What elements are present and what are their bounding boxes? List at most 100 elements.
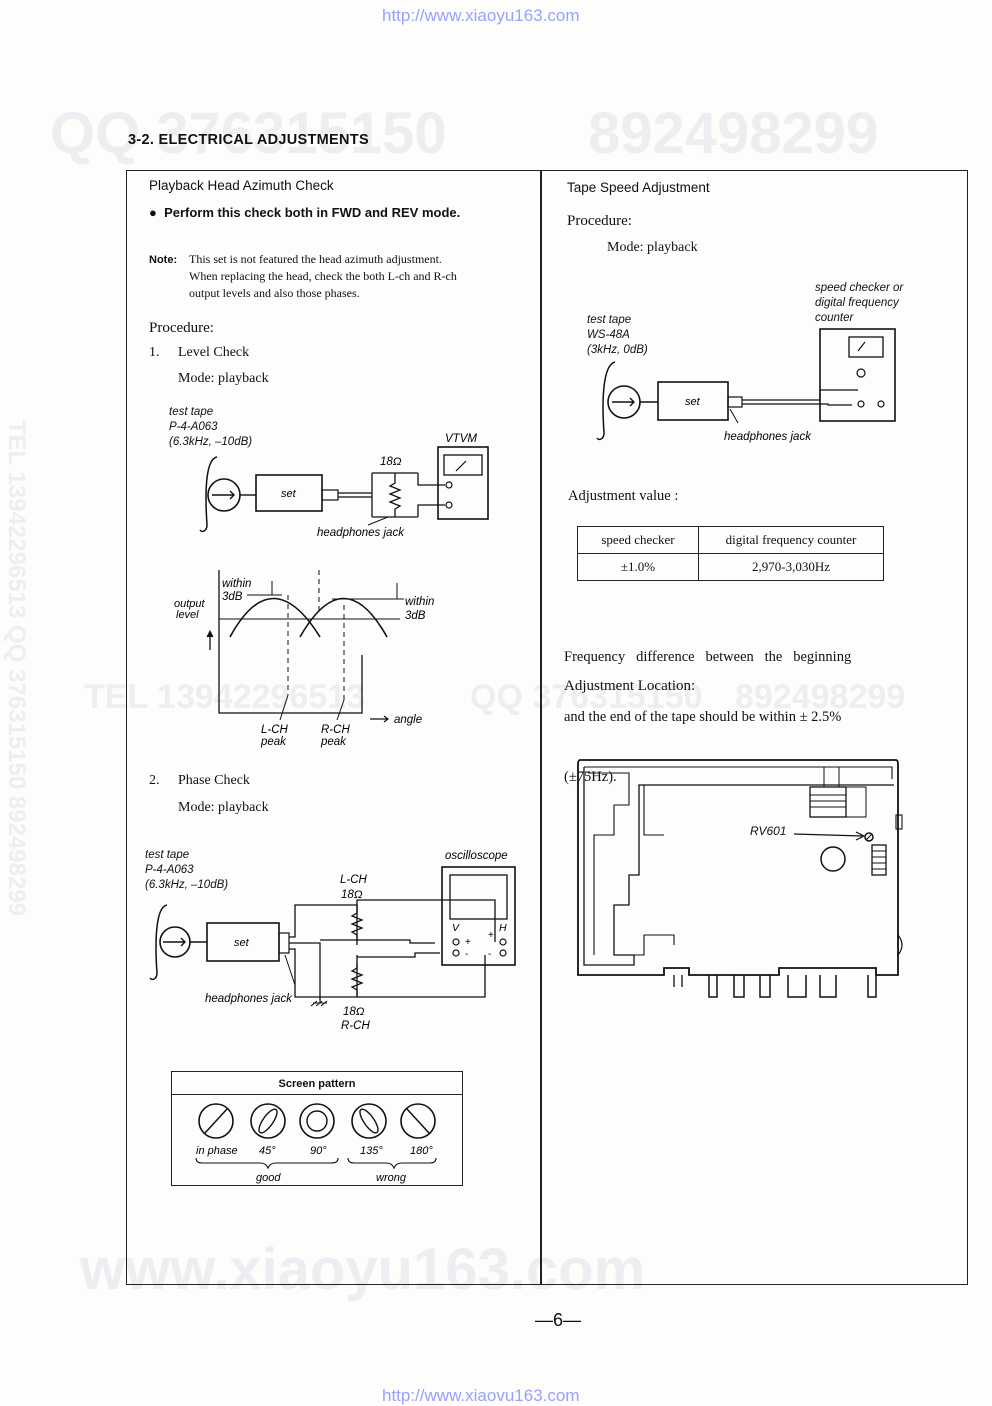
step1-mode: Mode: playback — [178, 371, 269, 386]
good-brace — [195, 1157, 339, 1170]
meter-icon — [443, 454, 483, 476]
note-line: When replacing the head, check the both … — [189, 269, 457, 283]
angle-arrow-icon — [370, 715, 389, 723]
left-panel — [126, 170, 542, 1285]
tape-path — [149, 904, 168, 981]
table-header: digital frequency counter — [698, 526, 884, 554]
table-row: speed checker digital frequency counter — [577, 526, 884, 554]
frequency-line: and the end of the tape should be within… — [564, 709, 842, 725]
header-url: http://www.xiaoyu163.com — [382, 6, 580, 25]
right-mode: Mode: playback — [607, 240, 698, 255]
watermark-qq-mid: QQ 376315150 — [470, 678, 703, 716]
jack-label: headphones jack — [317, 527, 405, 539]
pattern-135-icon — [351, 1103, 387, 1139]
r-bottom-label: 18Ω — [343, 1006, 365, 1018]
tape-path — [596, 361, 616, 441]
level-check-diagram: VTVM 18Ω set headphones jack — [199, 433, 489, 539]
jack-label: headphones jack — [724, 431, 812, 443]
pattern-90-icon — [299, 1103, 335, 1139]
step1-number: 1. — [149, 345, 160, 360]
graph-3db-left: 3dB — [222, 591, 243, 603]
screen-pattern-box: Screen pattern in phase 45° 90° 135° 180… — [171, 1071, 463, 1186]
lch-label: L-CH — [340, 874, 368, 886]
graph-within-right: within — [405, 596, 434, 608]
rv601-label: RV601 — [750, 824, 787, 838]
rv601-arrow-icon — [793, 831, 866, 841]
pattern-in-phase-icon — [198, 1103, 234, 1139]
adjustment-value-heading: Adjustment value : — [568, 488, 679, 504]
tape-label-line: (6.3kHz, –10dB) — [169, 436, 253, 448]
fig2-tape-label: test tape P-4-A063 (6.3kHz, –10dB) — [145, 848, 228, 893]
note-block: Note: — [149, 251, 177, 269]
vtvm-box — [437, 446, 489, 520]
oscilloscope-box — [441, 866, 516, 966]
resistor-icon — [350, 963, 364, 997]
scope-screen — [449, 874, 508, 920]
resistor-label: 18Ω — [380, 456, 402, 468]
tape-label-line: test tape — [145, 849, 190, 861]
pattern-label: in phase — [196, 1145, 238, 1157]
watermark-tel: TEL 13942296513 — [84, 678, 366, 716]
tape-speed-diagram: set headphones jack — [596, 328, 896, 443]
lch-peak-1: L-CH — [261, 724, 289, 736]
step2-mode: Mode: playback — [178, 800, 269, 815]
left-title: Playback Head Azimuth Check — [149, 178, 334, 193]
rch-peak-1: R-CH — [321, 724, 350, 736]
right-panel — [540, 170, 968, 1285]
pattern-180-icon — [400, 1103, 436, 1139]
wrong-label: wrong — [376, 1172, 407, 1184]
checker-label-line: digital frequency — [815, 297, 899, 309]
tape-label-line: (3kHz, 0dB) — [587, 344, 648, 356]
pattern-45-icon — [250, 1103, 286, 1139]
bullet-icon: ● — [149, 205, 165, 220]
checker-label-line: counter — [815, 312, 854, 324]
footer-url: http://www.xiaovu163.com — [382, 1386, 580, 1405]
lch-curve — [229, 597, 321, 638]
pattern-label: 180° — [410, 1145, 433, 1157]
connector-icon — [809, 786, 847, 818]
checker-label-line: speed checker or — [815, 282, 904, 294]
arrow-icon — [212, 490, 235, 500]
set-label: set — [281, 488, 297, 500]
angle-label: angle — [394, 714, 422, 726]
frequency-line: Frequency difference between the beginni… — [564, 649, 852, 665]
screen-patterns: in phase 45° 90° 135° 180° good wrong — [195, 1103, 437, 1184]
connector-icon — [871, 844, 887, 876]
pattern-label: 45° — [259, 1145, 276, 1157]
rch-peak-2: peak — [320, 736, 347, 748]
terminal-row — [708, 975, 877, 998]
bullet-note: ● Perform this check both in FWD and REV… — [149, 205, 460, 220]
tape-path — [199, 456, 218, 533]
pattern-label: 90° — [310, 1145, 327, 1157]
svg-text:+: + — [488, 930, 494, 941]
tape-label-line: test tape — [169, 406, 214, 418]
azimuth-graph: within 3dB output level within 3dB L-CH … — [174, 570, 434, 748]
watermark-side: TEL 13942296513 QQ 376315150 892498299 — [3, 420, 30, 916]
watermark-number: 892498299 — [588, 101, 879, 166]
note-label: Note: — [149, 254, 178, 266]
vtvm-label: VTVM — [445, 433, 477, 445]
rv601-icon — [864, 832, 874, 842]
tape-label-line: P-4-A063 — [169, 421, 218, 433]
graph-within-left: within — [222, 578, 251, 590]
adjustment-location-heading: Adjustment Location: — [564, 678, 696, 694]
right-title: Tape Speed Adjustment — [567, 180, 710, 195]
step2-title: Phase Check — [178, 773, 250, 788]
section-title: 3-2. ELECTRICAL ADJUSTMENTS — [128, 132, 369, 148]
right-procedure: Procedure: — [567, 213, 632, 229]
lch-peak-2: peak — [260, 736, 287, 748]
h-label: H — [499, 922, 507, 934]
scope-label: oscilloscope — [445, 850, 508, 862]
tape-speed-label: test tape WS-48A (3kHz, 0dB) — [587, 313, 648, 358]
r-top-label: 18Ω — [341, 889, 363, 901]
phase-check-diagram: oscilloscope L-CH 18Ω set V H + - + - he… — [149, 850, 516, 1032]
table-row: ±1.0% 2,970-3,030Hz — [577, 553, 884, 581]
svg-text:+: + — [465, 937, 471, 948]
wrong-brace — [347, 1157, 437, 1170]
set-label: set — [685, 396, 701, 408]
set-label: set — [234, 937, 250, 949]
page-number: —6— — [535, 1310, 582, 1330]
capacitor-icon — [820, 846, 846, 872]
table-cell: 2,970-3,030Hz — [698, 553, 884, 581]
table-header: speed checker — [577, 526, 699, 554]
